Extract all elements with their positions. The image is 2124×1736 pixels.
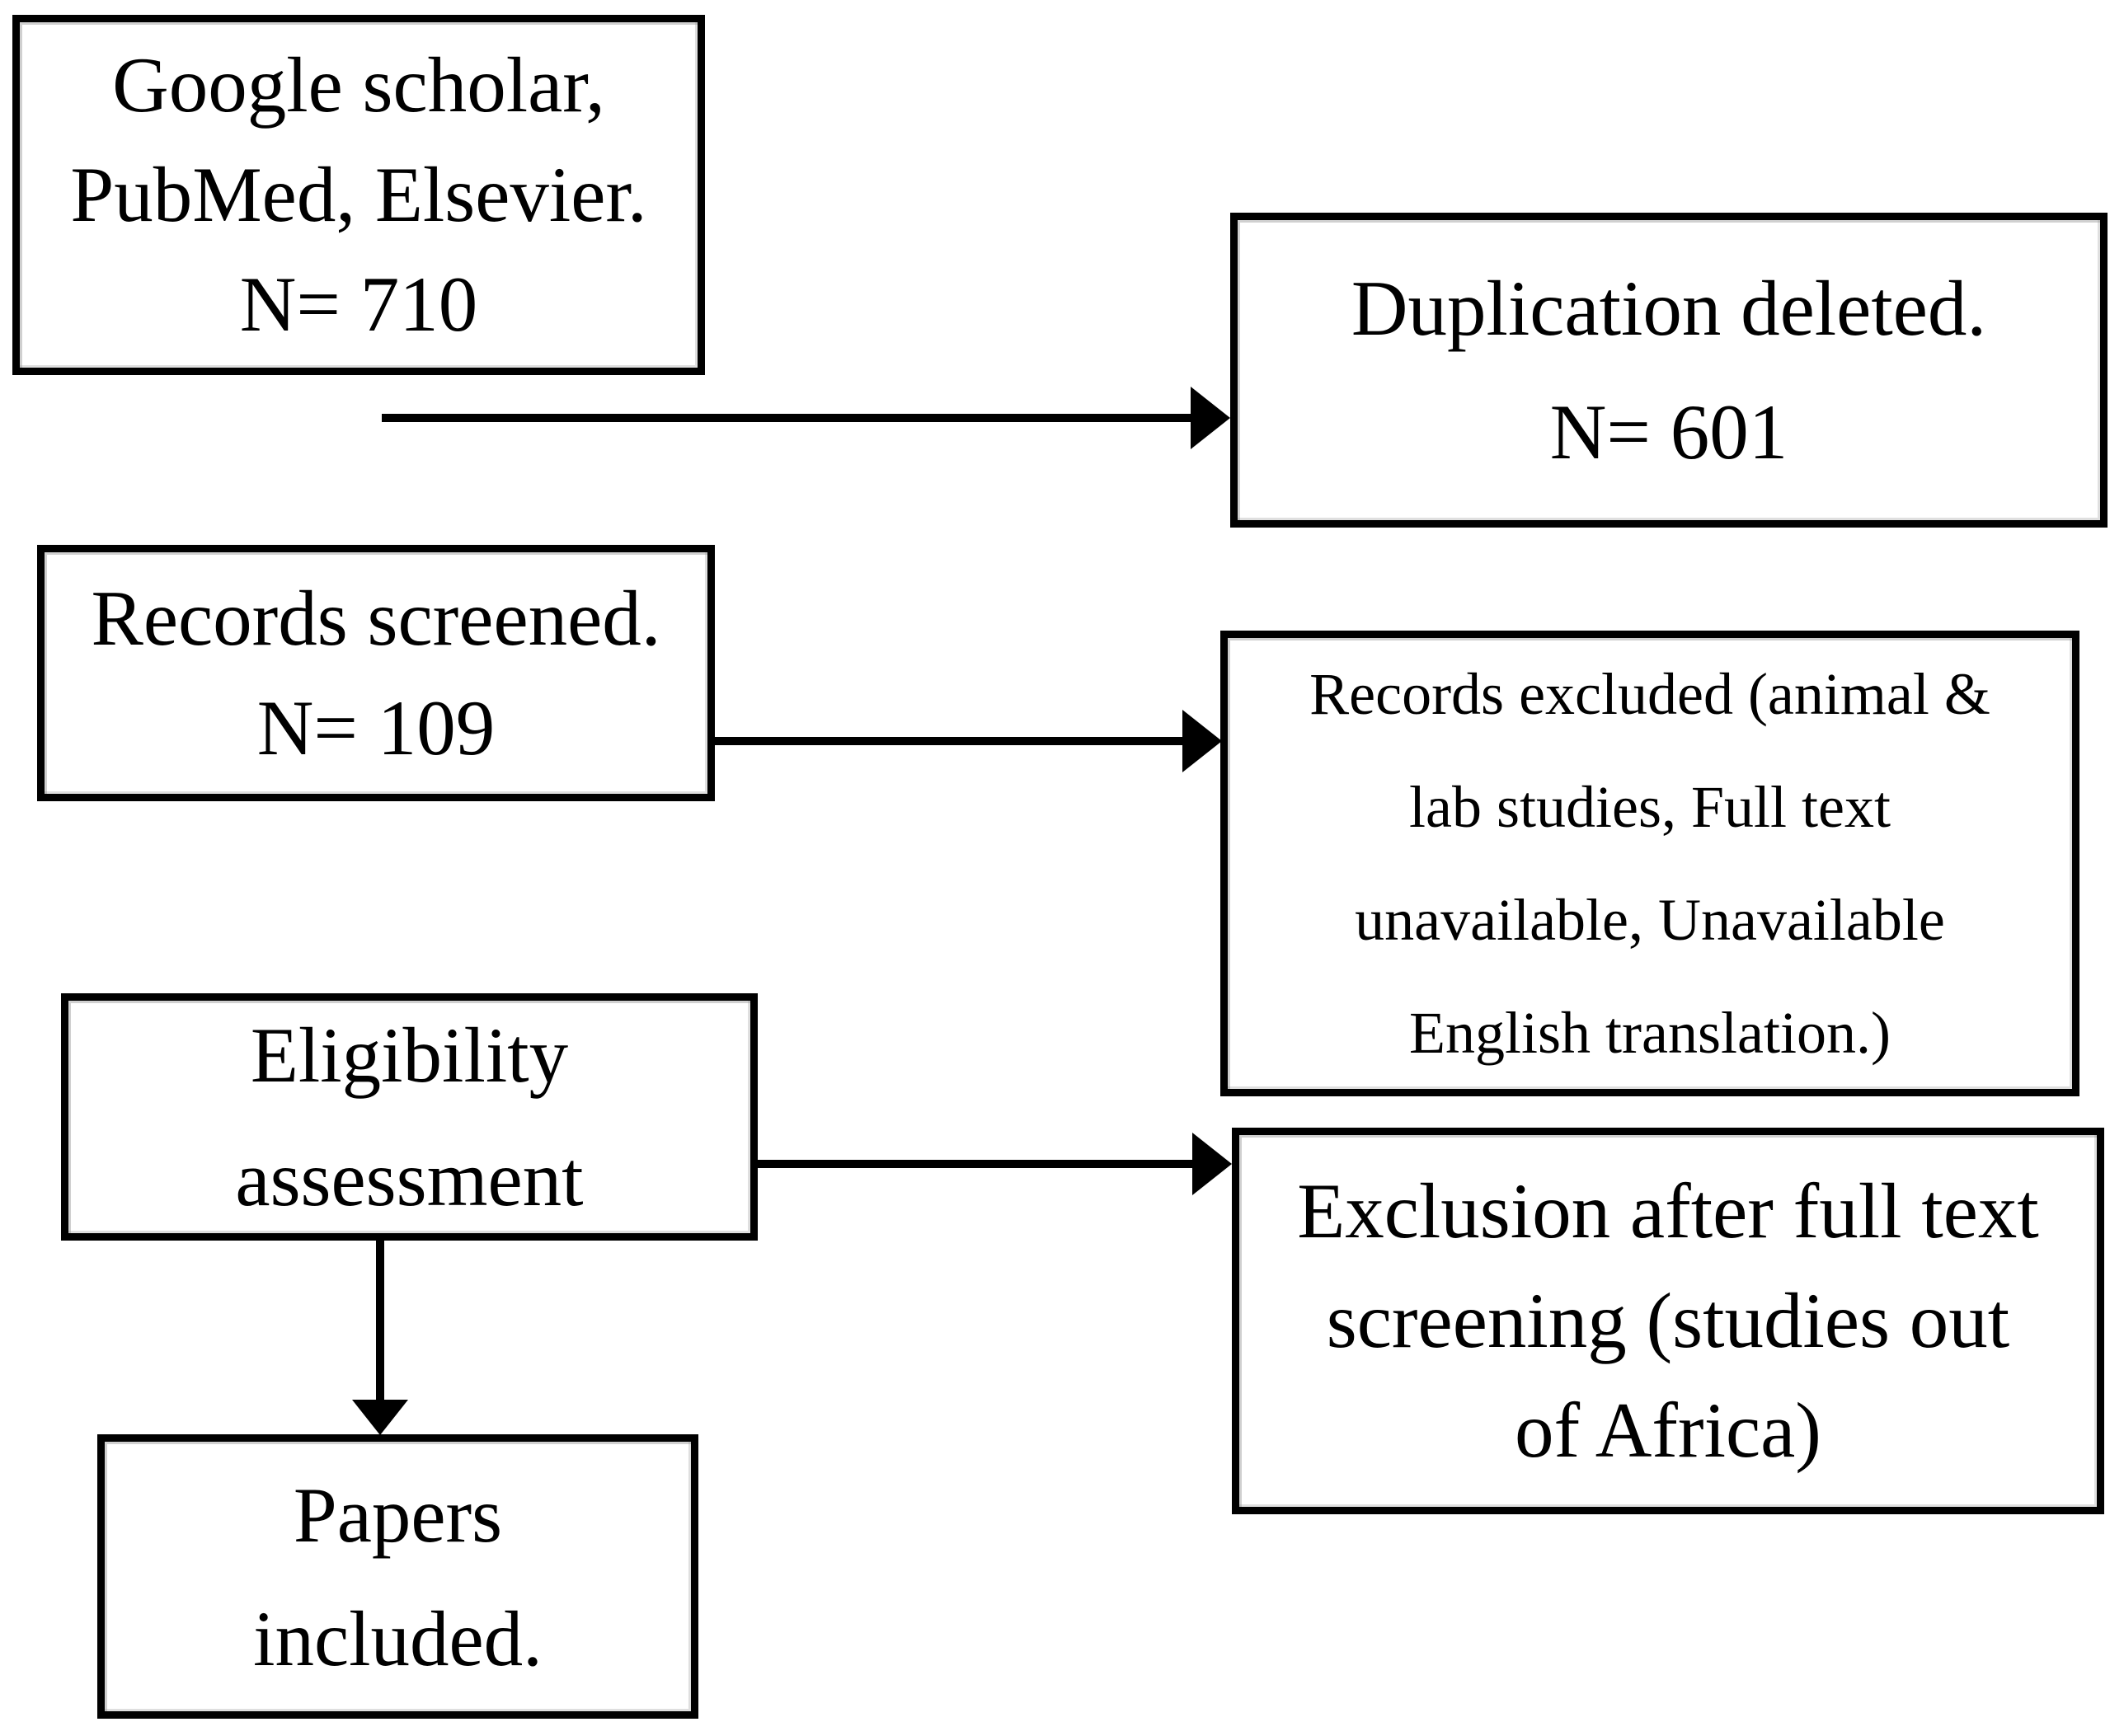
arrow-shaft (382, 414, 1194, 422)
box-fulltext-exclusion: Exclusion after full text screening (stu… (1232, 1128, 2104, 1514)
box-excluded-line: Records excluded (animal & (1309, 660, 1990, 727)
arrowhead-right-icon (1182, 710, 1222, 772)
box-excluded-line: English translation.) (1409, 999, 1891, 1066)
box-eligibility-line: assessment (235, 1135, 584, 1222)
box-excluded-line: unavailable, Unavailable (1355, 886, 1945, 953)
box-screened-line: Records screened. (91, 574, 661, 662)
box-records-excluded: Records excluded (animal & lab studies, … (1220, 631, 2079, 1096)
box-fulltext-exclusion-line: Exclusion after full text (1297, 1167, 2039, 1255)
box-sources-line: Google scholar, (112, 41, 605, 129)
box-duplication-line: N= 601 (1549, 388, 1788, 476)
box-sources-line: PubMed, Elsevier. (70, 151, 647, 238)
box-sources-line: N= 710 (239, 260, 478, 348)
box-fulltext-exclusion-line: screening (studies out (1326, 1277, 2010, 1364)
box-eligibility-assessment: Eligibility assessment (61, 993, 758, 1241)
box-fulltext-exclusion-line: of Africa) (1515, 1386, 1821, 1474)
box-eligibility-line: Eligibility (250, 1011, 569, 1099)
box-papers-included: Papers included. (97, 1434, 698, 1719)
arrowhead-right-icon (1191, 387, 1230, 449)
arrow-shaft (715, 737, 1185, 745)
box-sources: Google scholar, PubMed, Elsevier. N= 710 (12, 15, 705, 375)
box-screened-line: N= 109 (256, 683, 496, 772)
box-records-screened: Records screened. N= 109 (37, 545, 715, 801)
box-excluded-line: lab studies, Full text (1409, 773, 1891, 840)
arrowhead-right-icon (1192, 1133, 1232, 1195)
arrow-shaft (758, 1160, 1195, 1168)
box-duplication-line: Duplication deleted. (1351, 265, 1987, 352)
box-duplication-deleted: Duplication deleted. N= 601 (1230, 213, 2108, 528)
box-papers-line: included. (253, 1594, 543, 1682)
box-papers-line: Papers (293, 1471, 503, 1559)
arrow-shaft (376, 1241, 384, 1401)
arrowhead-down-icon (352, 1400, 408, 1435)
